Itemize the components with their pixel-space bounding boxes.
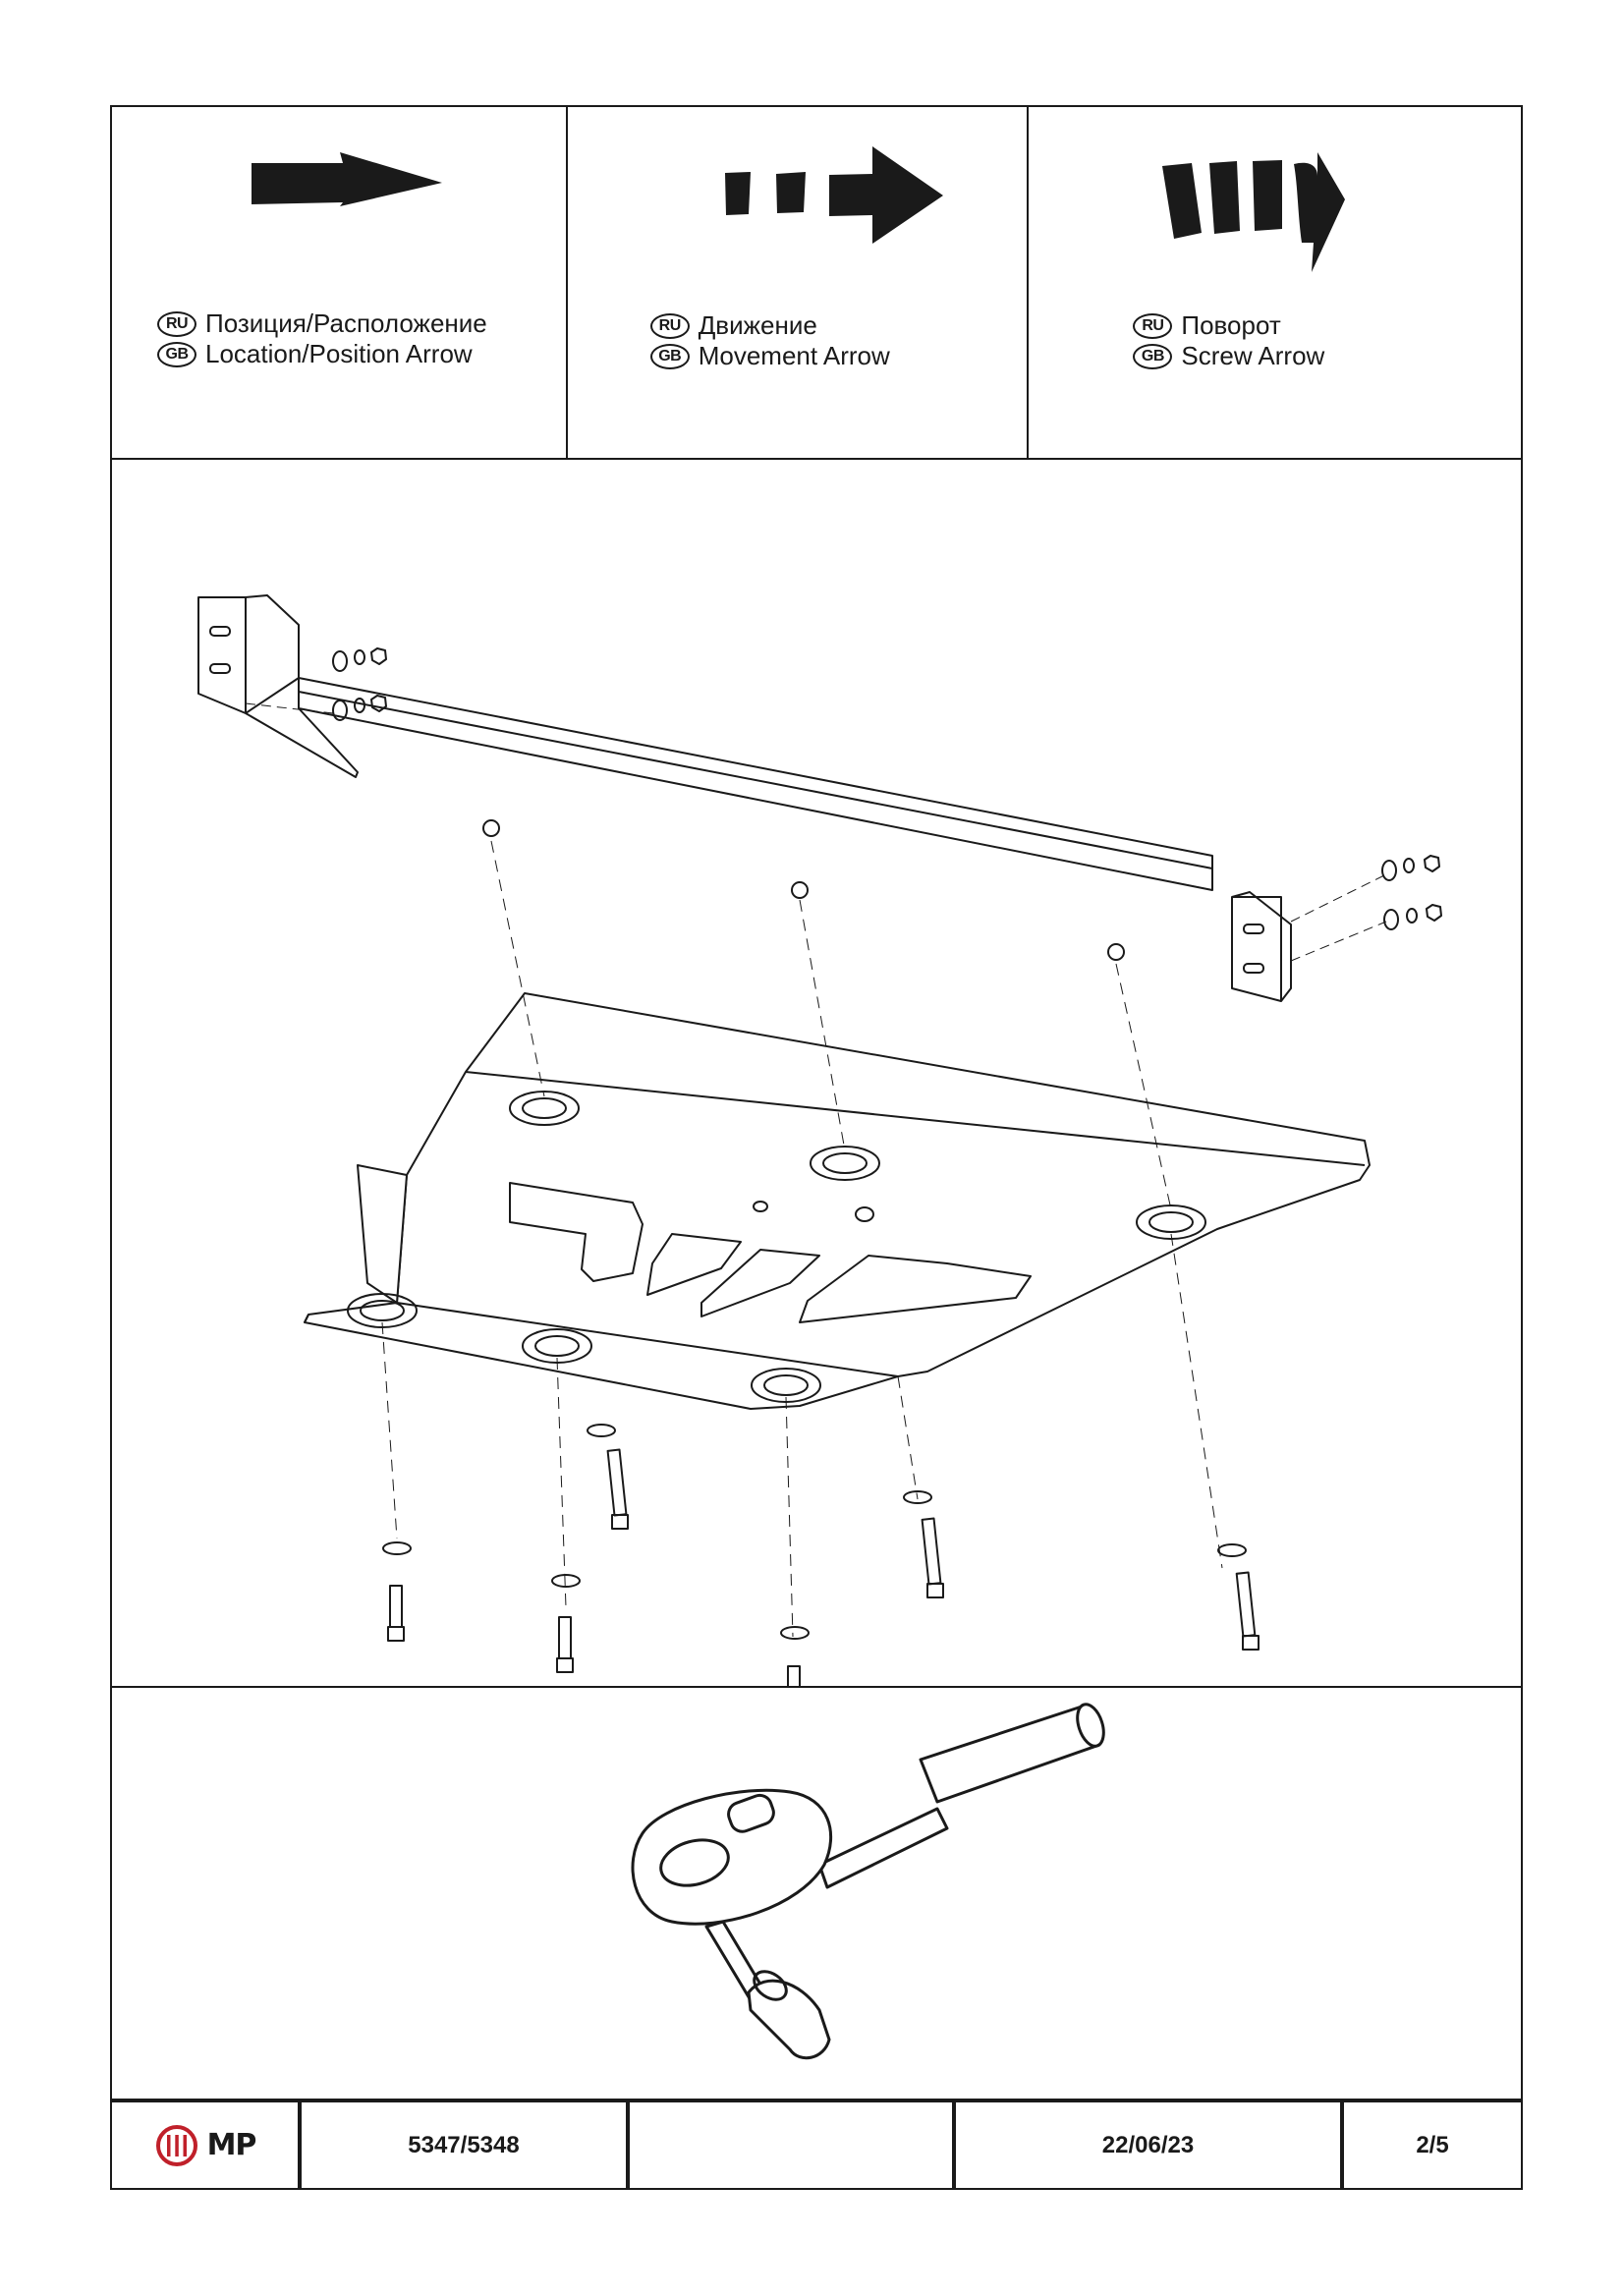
ru-badge: RU xyxy=(649,312,690,339)
legend-gb-label: Screw Arrow xyxy=(1181,341,1325,370)
logo-cell: MP xyxy=(112,2102,298,2188)
legend-ru-label: Движение xyxy=(698,310,817,340)
screw-arrow-icon xyxy=(1162,152,1346,272)
dashed-arrow-icon xyxy=(724,146,943,244)
legend-gb-label: Location/Position Arrow xyxy=(205,339,473,368)
ru-badge: RU xyxy=(1133,312,1173,339)
title-block: MP 5347/5348 22/06/23 2/5 xyxy=(112,2099,1521,2188)
gb-badge: GB xyxy=(157,341,196,367)
legend-ru-label: Поворот xyxy=(1181,310,1281,340)
skid-plate-exploded-view xyxy=(197,594,1442,1686)
page-number: 2/5 xyxy=(1340,2102,1521,2188)
date: 22/06/23 xyxy=(952,2102,1340,2188)
tool-illustration xyxy=(112,1686,1521,2106)
legend-location-arrow: RU Позиция/Расположение GB Location/Positi… xyxy=(112,107,566,458)
crossmember-bracket xyxy=(197,594,1292,1002)
legend-gb-label: Movement Arrow xyxy=(698,341,890,370)
ru-badge: RU xyxy=(157,310,196,337)
drawing-frame: RU Позиция/Расположение GB Location/Positi… xyxy=(110,105,1523,2190)
legend-screw-arrow: RU Поворот GB Screw Arrow xyxy=(1027,107,1521,458)
left-fasteners xyxy=(245,647,387,721)
skid-plate xyxy=(304,992,1371,1410)
legend-ru-label: Позиция/Расположение xyxy=(205,308,487,338)
right-fasteners xyxy=(1290,855,1442,962)
gb-badge: GB xyxy=(1133,343,1173,369)
arrow-legend: RU Позиция/Расположение GB Location/Positi… xyxy=(112,107,1521,460)
ratchet-wrench-icon xyxy=(631,1703,1105,2060)
mp-logo-icon xyxy=(155,2124,197,2166)
blank-field xyxy=(626,2102,952,2188)
solid-arrow-icon xyxy=(252,152,442,206)
legend-movement-arrow: RU Движение GB Movement Arrow xyxy=(565,107,1028,458)
alignment-lines xyxy=(381,840,1223,1638)
bolts xyxy=(382,1424,1260,1686)
logo-text: MP xyxy=(206,2128,257,2162)
assembly-diagram xyxy=(112,458,1521,1688)
part-number: 5347/5348 xyxy=(298,2102,626,2188)
gb-badge: GB xyxy=(649,343,690,369)
